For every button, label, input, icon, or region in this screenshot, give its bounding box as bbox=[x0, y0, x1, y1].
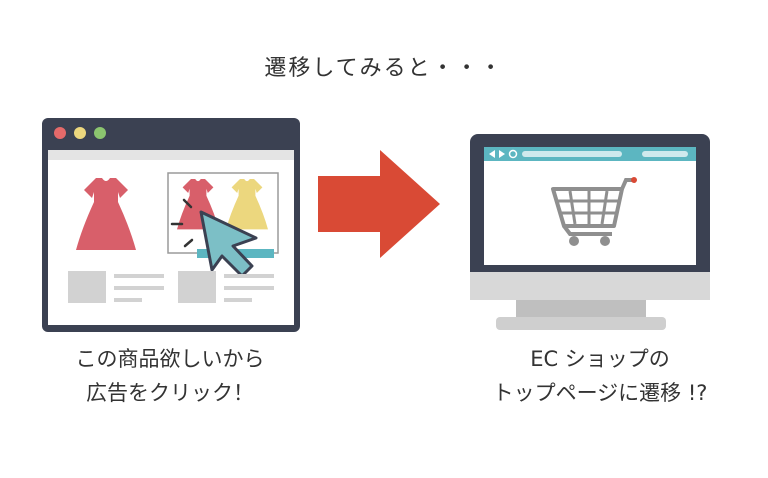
shopping-cart-icon bbox=[551, 177, 637, 246]
window-close-dot bbox=[54, 127, 66, 139]
heading: 遷移してみると・・・ bbox=[264, 56, 504, 81]
left-caption-line2: 広告をクリック！ bbox=[86, 381, 254, 405]
browser-toolbar bbox=[48, 150, 294, 160]
window-minimize-dot bbox=[74, 127, 86, 139]
text-placeholder bbox=[224, 298, 252, 302]
monitor-icon bbox=[470, 134, 710, 330]
left-caption-line1: この商品欲しいから bbox=[75, 347, 265, 371]
right-caption-line2: トップページに遷移 !? bbox=[492, 381, 708, 405]
text-placeholder bbox=[114, 274, 164, 278]
monitor-chin bbox=[470, 272, 710, 300]
reload-icon bbox=[508, 149, 518, 159]
left-caption: この商品欲しいから 広告をクリック！ bbox=[20, 342, 320, 410]
arrow-right-icon bbox=[318, 150, 440, 258]
product-thumbnail bbox=[68, 271, 106, 303]
monitor-base bbox=[496, 317, 666, 330]
back-icon bbox=[489, 150, 495, 158]
text-placeholder bbox=[114, 286, 164, 290]
text-placeholder bbox=[224, 286, 274, 290]
text-placeholder bbox=[224, 274, 274, 278]
mouse-cursor-icon bbox=[199, 210, 258, 278]
forward-icon bbox=[499, 150, 505, 158]
monitor-neck bbox=[516, 300, 646, 320]
browser-window bbox=[42, 118, 300, 332]
text-placeholder bbox=[114, 298, 142, 302]
dress-icon bbox=[76, 178, 136, 250]
click-burst bbox=[170, 198, 194, 248]
right-caption-line1: EC ショップの bbox=[530, 347, 670, 371]
screen-search-bar bbox=[642, 151, 688, 157]
product-thumbnail bbox=[178, 271, 216, 303]
window-maximize-dot bbox=[94, 127, 106, 139]
right-caption: EC ショップの トップページに遷移 !? bbox=[440, 342, 760, 410]
screen-address-bar bbox=[522, 151, 622, 157]
dress-icon bbox=[226, 179, 268, 230]
